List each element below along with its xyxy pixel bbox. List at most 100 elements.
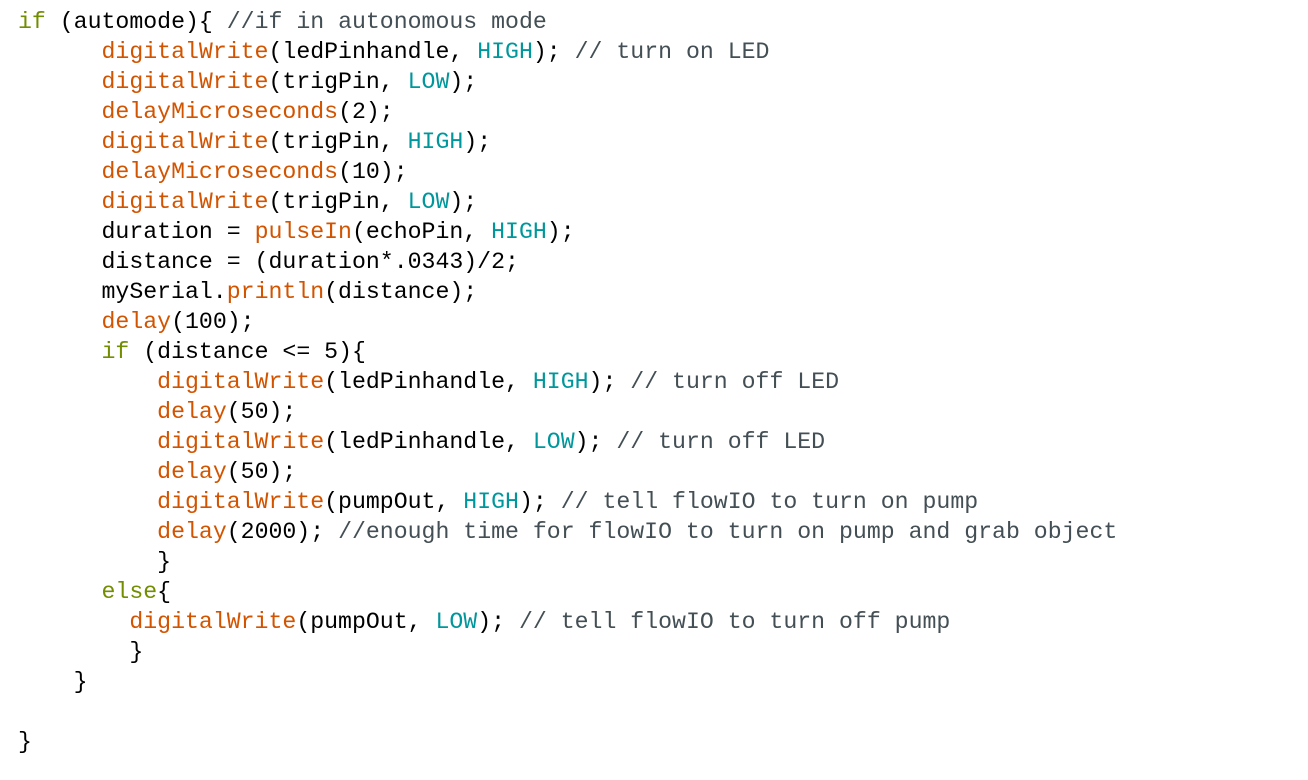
code-token: } (18, 729, 32, 755)
code-token: ); (477, 609, 519, 635)
code-line: digitalWrite(trigPin, LOW); (18, 187, 1117, 217)
code-line: digitalWrite(pumpOut, LOW); // tell flow… (18, 607, 1117, 637)
code-token (18, 459, 157, 485)
code-token (18, 399, 157, 425)
code-token: (10); (338, 159, 408, 185)
code-line: } (18, 547, 1117, 577)
code-line: delay(2000); //enough time for flowIO to… (18, 517, 1117, 547)
code-line: else{ (18, 577, 1117, 607)
function-token: digitalWrite (129, 609, 297, 635)
comment-token: // turn off LED (630, 369, 840, 395)
code-token: { (157, 579, 172, 605)
code-line: mySerial.println(distance); (18, 277, 1117, 307)
code-token: (pumpOut, (324, 489, 464, 515)
code-token: ); (588, 369, 631, 395)
code-token: ); (546, 219, 575, 245)
code-token: (ledPinhandle, (268, 39, 478, 65)
function-token: pulseIn (254, 219, 352, 245)
code-token (18, 489, 157, 515)
constant-token: HIGH (463, 489, 519, 515)
code-token (18, 369, 157, 395)
keyword-token: if (101, 339, 130, 365)
code-token (18, 39, 102, 65)
constant-token: LOW (435, 609, 478, 635)
code-token: } (18, 669, 88, 695)
comment-token: //enough time for flowIO to turn on pump… (338, 519, 1118, 545)
constant-token: HIGH (491, 219, 547, 245)
code-token: ); (518, 489, 561, 515)
constant-token: HIGH (532, 369, 589, 395)
keyword-token: else (101, 579, 158, 605)
code-line: delayMicroseconds(10); (18, 157, 1117, 187)
code-line: duration = pulseIn(echoPin, HIGH); (18, 217, 1117, 247)
code-token: (trigPin, (268, 69, 408, 95)
code-line (18, 697, 1117, 727)
function-token: delay (157, 459, 227, 485)
function-token: delayMicroseconds (101, 159, 339, 185)
function-token: delay (157, 519, 227, 545)
function-token: digitalWrite (101, 189, 269, 215)
code-token: ); (449, 189, 478, 215)
code-token (18, 309, 102, 335)
code-token (18, 129, 102, 155)
keyword-token: if (18, 9, 46, 35)
code-line: delay(50); (18, 397, 1117, 427)
code-line: } (18, 727, 1117, 757)
function-token: delay (101, 309, 172, 335)
code-token (18, 339, 102, 365)
function-token: digitalWrite (157, 429, 325, 455)
code-token: (trigPin, (268, 129, 408, 155)
function-token: digitalWrite (101, 69, 269, 95)
code-line: digitalWrite(pumpOut, HIGH); // tell flo… (18, 487, 1117, 517)
function-token: println (226, 279, 325, 305)
code-token: distance = (duration*.0343)/2; (18, 249, 519, 275)
code-line: digitalWrite(ledPinhandle, LOW); // turn… (18, 427, 1117, 457)
code-line: digitalWrite(trigPin, HIGH); (18, 127, 1117, 157)
constant-token: HIGH (477, 39, 533, 65)
comment-token: // turn on LED (574, 39, 770, 65)
comment-token: //if in autonomous mode (226, 9, 547, 35)
code-line: } (18, 667, 1117, 697)
code-token: ); (574, 429, 617, 455)
code-token: (automode){ (45, 9, 227, 35)
code-line: if (distance <= 5){ (18, 337, 1117, 367)
code-token: } (18, 549, 172, 575)
code-line: delay(100); (18, 307, 1117, 337)
code-token: mySerial. (18, 279, 227, 305)
code-token: (pumpOut, (296, 609, 436, 635)
code-line: delay(50); (18, 457, 1117, 487)
comment-token: // tell flowIO to turn off pump (518, 609, 951, 635)
code-token (18, 189, 102, 215)
code-token (18, 519, 157, 545)
code-token: (distance <= 5){ (129, 339, 366, 365)
function-token: digitalWrite (101, 39, 269, 65)
code-line: } (18, 637, 1117, 667)
code-token (18, 69, 102, 95)
code-token: (2000); (226, 519, 339, 545)
code-line: delayMicroseconds(2); (18, 97, 1117, 127)
code-token: (100); (171, 309, 255, 335)
code-token: (trigPin, (268, 189, 408, 215)
code-token: ); (532, 39, 575, 65)
function-token: digitalWrite (157, 489, 325, 515)
code-line: digitalWrite(ledPinhandle, HIGH); // tur… (18, 367, 1117, 397)
code-token (18, 99, 102, 125)
code-line: if (automode){ //if in autonomous mode (18, 7, 1117, 37)
function-token: digitalWrite (157, 369, 325, 395)
code-token: (echoPin, (351, 219, 492, 245)
constant-token: LOW (407, 69, 450, 95)
code-token: (ledPinhandle, (324, 429, 533, 455)
constant-token: HIGH (407, 129, 464, 155)
code-token: (2); (338, 99, 394, 125)
code-line: digitalWrite(trigPin, LOW); (18, 67, 1117, 97)
code-editor[interactable]: if (automode){ //if in autonomous mode d… (18, 7, 1117, 757)
code-line: distance = (duration*.0343)/2; (18, 247, 1117, 277)
code-token (18, 429, 157, 455)
code-line: digitalWrite(ledPinhandle, HIGH); // tur… (18, 37, 1117, 67)
constant-token: LOW (407, 189, 450, 215)
code-token: (distance); (324, 279, 478, 305)
code-token: (50); (226, 399, 297, 425)
code-token: (ledPinhandle, (324, 369, 533, 395)
function-token: delayMicroseconds (101, 99, 339, 125)
constant-token: LOW (532, 429, 575, 455)
